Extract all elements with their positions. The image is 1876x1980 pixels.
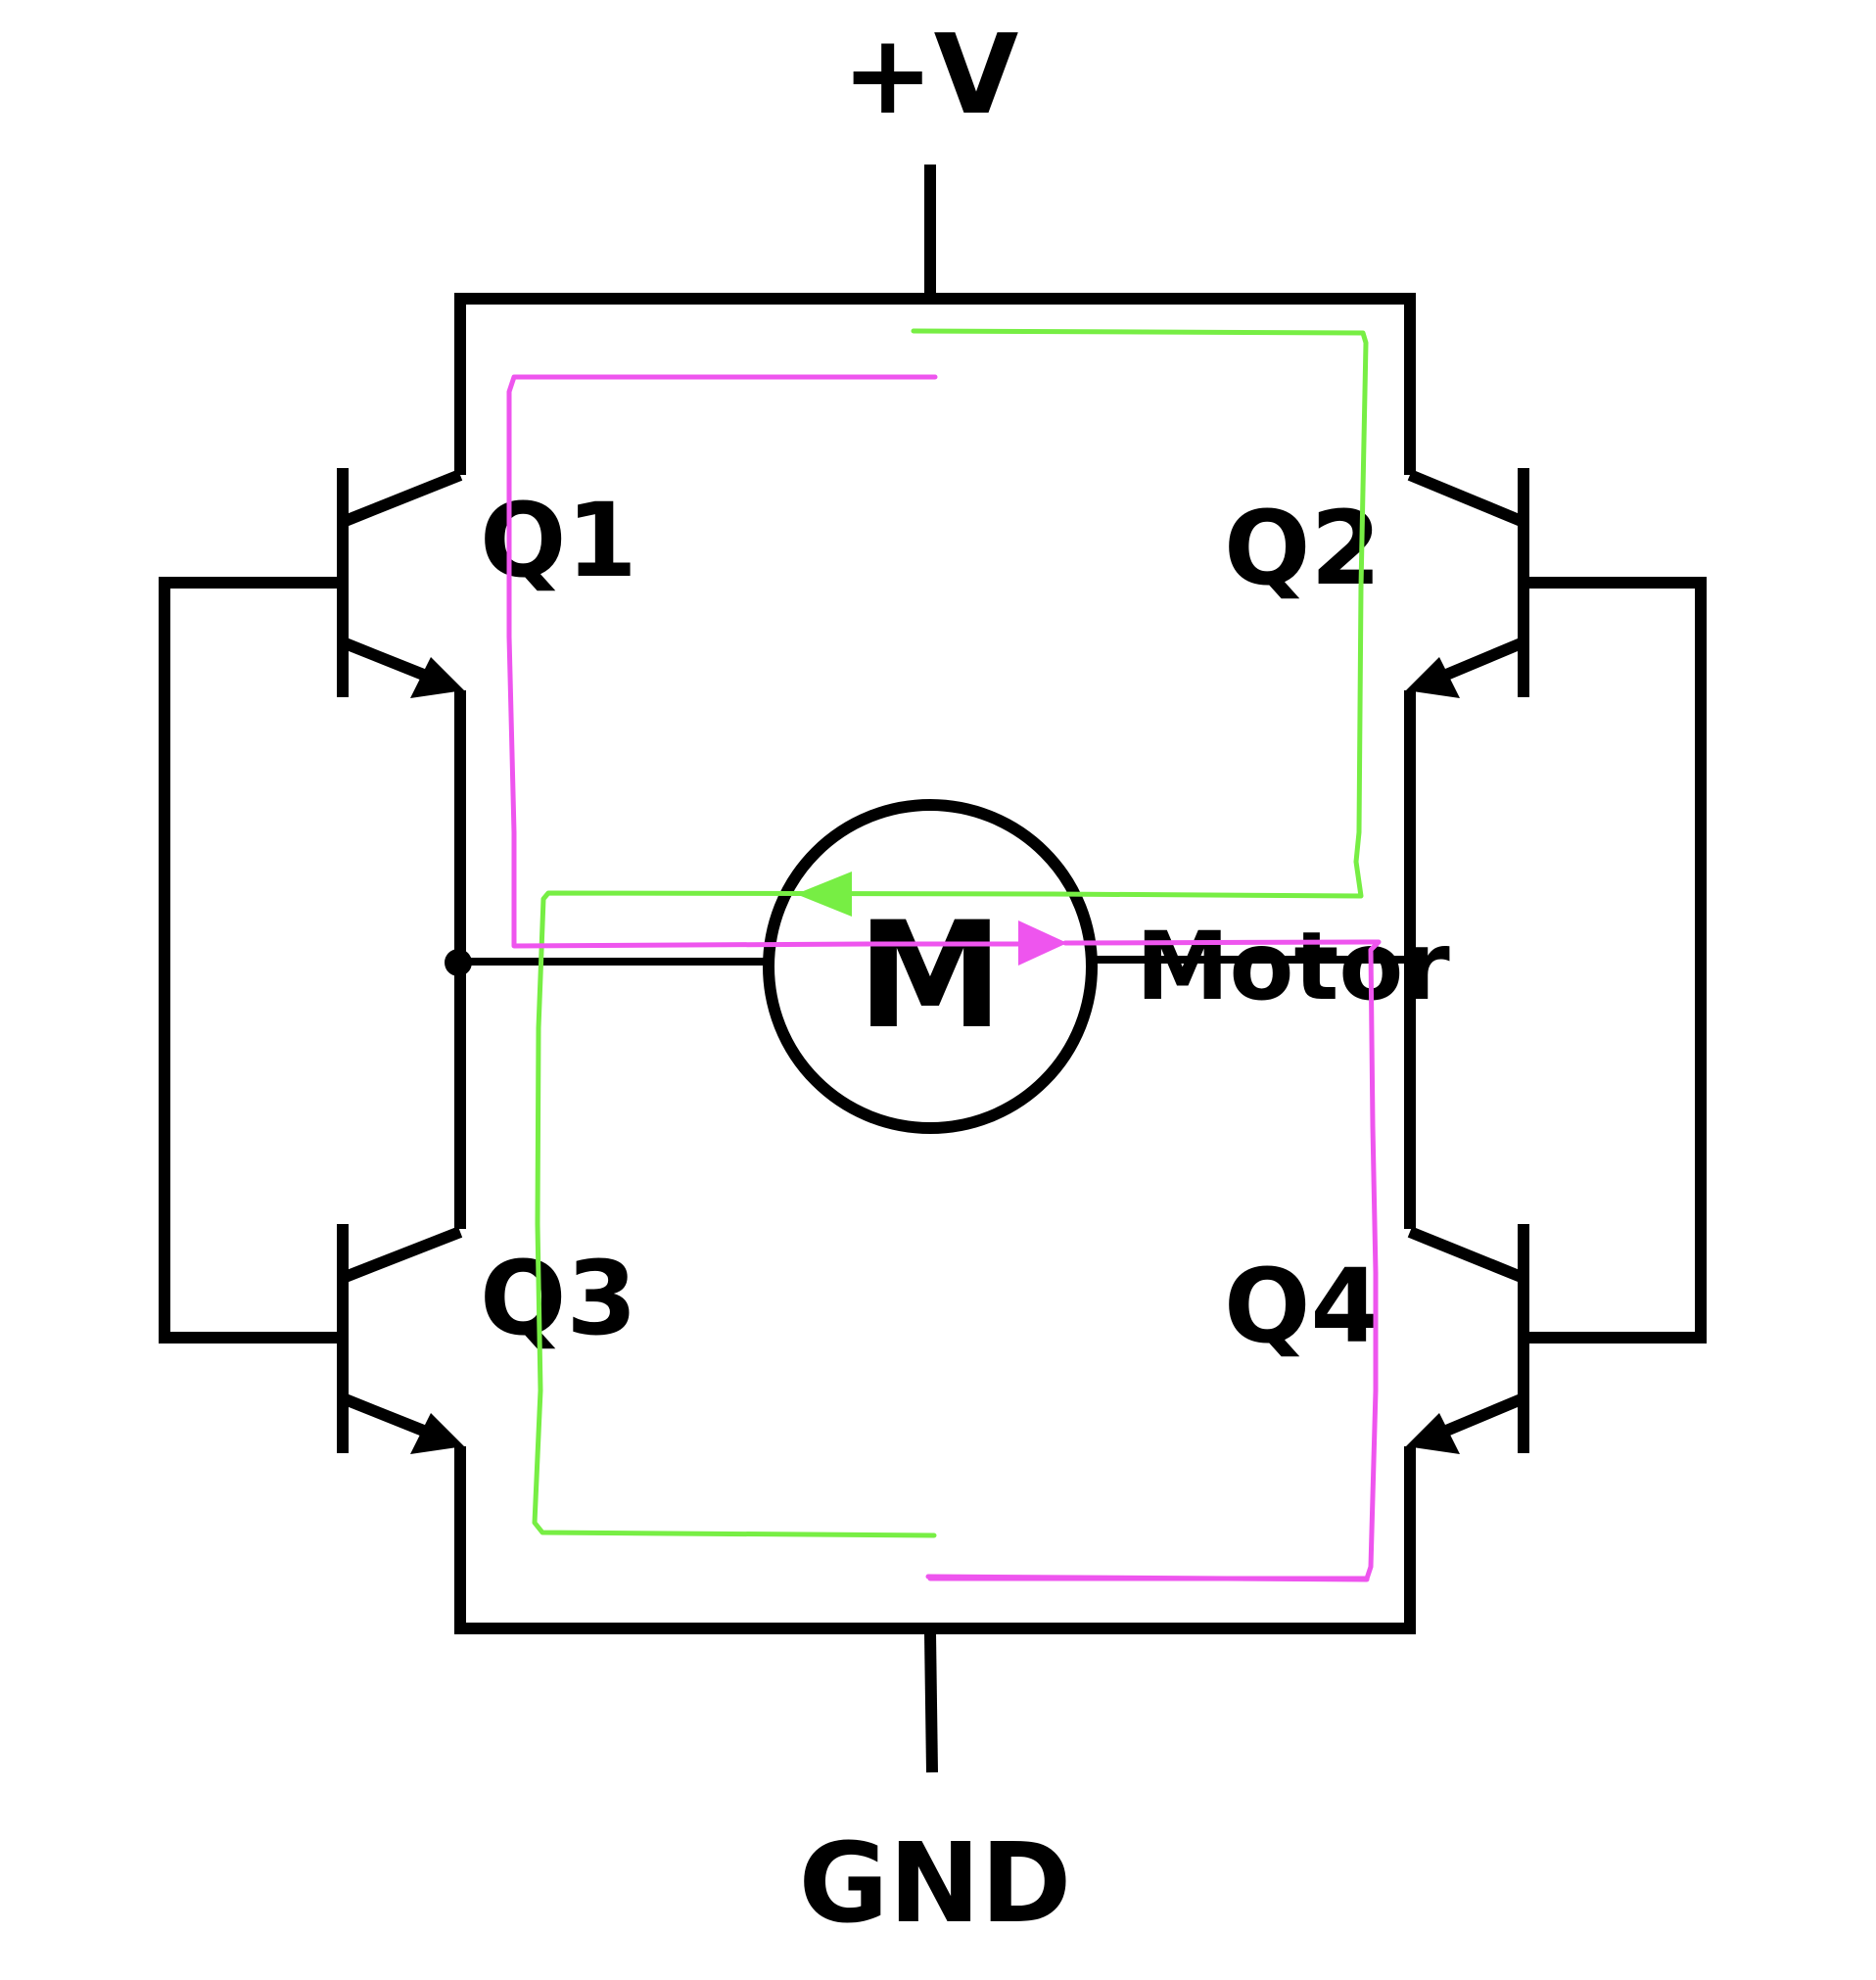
- q4-label: Q4: [1224, 1247, 1382, 1366]
- top-rail: [454, 293, 1416, 475]
- magenta-current-path: [506, 374, 938, 949]
- motor-icon: [763, 799, 1098, 1134]
- bottom-rail: [454, 1446, 1416, 1634]
- motor-label: Motor: [1136, 912, 1450, 1021]
- ground-lead: [924, 1632, 938, 1773]
- magenta-ground-segment: [925, 1574, 1370, 1582]
- q4-emitter-arrow-icon: [1406, 1413, 1460, 1454]
- left-base-loop: [159, 577, 343, 1344]
- motor-symbol-label: M: [857, 891, 1003, 1061]
- q3-emitter-arrow-icon: [410, 1413, 464, 1454]
- q2-label: Q2: [1224, 489, 1382, 608]
- q2-transistor: [1406, 468, 1529, 698]
- q1-label: Q1: [480, 481, 637, 600]
- right-base-loop: [1524, 577, 1707, 1344]
- magenta-current-path-return: [927, 939, 1382, 1581]
- q3-label: Q3: [480, 1239, 637, 1358]
- ground-label: GND: [799, 1820, 1072, 1948]
- q4-transistor: [1406, 1224, 1529, 1454]
- q2-emitter-arrow-icon: [1406, 657, 1460, 698]
- q1-emitter-arrow-icon: [410, 657, 464, 698]
- arrow-left-icon: [796, 872, 852, 917]
- supply-label: +V: [842, 12, 1019, 139]
- junction-dot-icon: [445, 949, 472, 976]
- arrow-right-icon: [1018, 920, 1067, 966]
- q1-transistor: [337, 468, 464, 698]
- q3-transistor: [337, 1224, 464, 1454]
